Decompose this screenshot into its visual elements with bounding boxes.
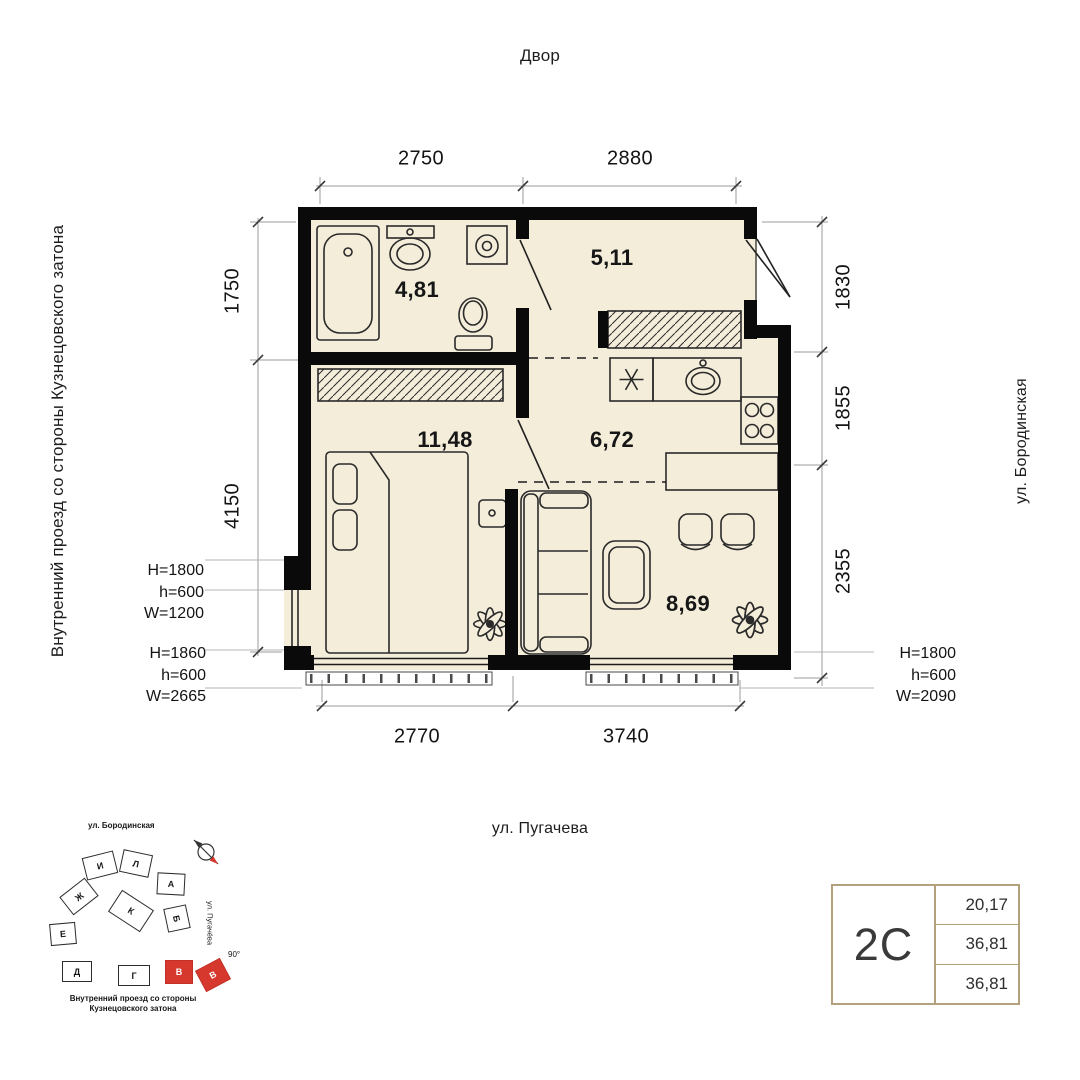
room-area-living: 8,69 — [665, 591, 711, 616]
bed — [325, 451, 469, 654]
dim-right-1: 1830 — [832, 263, 855, 311]
apartment-type-label: 2С — [853, 918, 914, 970]
building-label: И — [95, 859, 105, 872]
apartment-card-value: 20,17 — [936, 886, 1018, 926]
label-street-left: Внутренний проезд со стороны Кузнецовско… — [48, 224, 67, 658]
bathroom-sink — [386, 225, 435, 271]
building-label: А — [167, 878, 175, 890]
building-label: Г — [131, 970, 137, 981]
zone-boundaries — [518, 357, 666, 483]
room-area-hallway: 5,11 — [590, 245, 634, 270]
compass-icon — [193, 839, 219, 865]
site-map-building: Ж — [59, 877, 99, 916]
building-label: Л — [131, 857, 141, 870]
site-map-building: К — [107, 889, 155, 933]
label-courtyard: Двор — [519, 46, 561, 65]
spec-line: H=1800 — [899, 645, 957, 662]
dimension-ticks — [252, 180, 828, 712]
window-spec-left-lower: H=1860 h=600 W=2665 — [116, 643, 206, 708]
bedroom-wardrobe — [317, 368, 504, 402]
site-map-angle-label: 90° — [228, 950, 241, 959]
spec-line: W=2090 — [895, 688, 956, 705]
site-map-building: Б — [163, 904, 191, 933]
window-spec-left-upper: H=1800 h=600 W=1200 — [116, 560, 204, 625]
hallway-closet — [607, 310, 742, 349]
site-map-building: А — [156, 872, 186, 896]
label-street-right: ул. Бородинская — [1013, 378, 1030, 504]
street-bottom-line: Кузнецовского затона — [89, 1004, 177, 1013]
site-map-street-right: ул. Пугачёва — [205, 901, 215, 945]
label-street-bottom: ул. Пугачева — [491, 820, 589, 837]
apartment-card-value: 36,81 — [965, 973, 1008, 993]
coffee-table — [602, 540, 651, 610]
spec-line: h=600 — [911, 666, 956, 684]
balcony-railing — [305, 671, 739, 686]
spec-line: W=1200 — [143, 605, 204, 622]
building-label: К — [125, 905, 137, 917]
plant — [472, 606, 508, 642]
dim-left-1: 1750 — [221, 267, 244, 315]
building-label: В — [207, 969, 219, 981]
kitchen-counter-sink — [652, 357, 742, 402]
spec-line: H=1800 — [147, 562, 205, 579]
building-label: Е — [59, 928, 67, 940]
site-map-building: И — [81, 850, 119, 881]
walls — [284, 207, 791, 670]
street-bottom-line: Внутренний проезд со стороны — [69, 994, 197, 1003]
site-map-building: Г — [118, 965, 150, 986]
spec-line: W=2665 — [145, 688, 206, 705]
washing-machine — [466, 225, 508, 265]
site-map-building: Л — [118, 849, 154, 878]
toilet — [454, 297, 493, 351]
site-map-street-bottom: Внутренний проезд со стороны Кузнецовско… — [28, 994, 238, 1014]
dim-left-2: 4150 — [221, 482, 244, 530]
room-area-kitchen: 6,72 — [589, 427, 635, 452]
window-spec-right-lower: H=1800 h=600 W=2090 — [866, 643, 956, 708]
sofa — [520, 490, 592, 655]
site-map-building-highlighted: В — [165, 960, 193, 984]
room-area-bathroom: 4,81 — [394, 277, 440, 302]
site-map-building: Д — [62, 961, 92, 982]
snowflake-icon — [619, 368, 644, 391]
site-map-building: Е — [49, 921, 77, 947]
apartment-card-values: 20,17 36,81 36,81 — [936, 886, 1018, 1003]
dim-top-2: 2880 — [606, 147, 654, 170]
dim-right-3: 2355 — [832, 547, 855, 595]
windows — [291, 590, 733, 666]
dim-bottom-1: 2770 — [393, 725, 441, 748]
plant — [731, 601, 769, 639]
apartment-card: 2С 20,17 36,81 36,81 — [831, 884, 1020, 1005]
building-label: В — [175, 967, 183, 977]
bathtub — [316, 225, 380, 341]
building-label: Ж — [72, 890, 86, 903]
site-map-building-highlighted: В — [195, 957, 231, 993]
apartment-card-value: 36,81 — [936, 925, 1018, 965]
door-leaves — [517, 238, 791, 490]
site-map-street-top: ул. Бородинская — [88, 821, 155, 830]
spec-line: H=1860 — [149, 645, 207, 662]
apartment-type: 2С — [833, 886, 936, 1003]
spec-line: h=600 — [159, 583, 204, 601]
room-area-bedroom: 11,48 — [417, 427, 473, 452]
dim-bottom-2: 3740 — [602, 725, 650, 748]
dim-top-1: 2750 — [397, 147, 445, 170]
chair — [678, 513, 713, 551]
building-label: Б — [171, 914, 183, 923]
dim-right-2: 1855 — [832, 384, 855, 432]
site-map: ул. Бородинская И Л А Ж К Б Е Д Г В В ул… — [38, 818, 250, 1023]
chair — [720, 513, 755, 551]
building-label: Д — [73, 966, 81, 977]
spec-line: h=600 — [161, 666, 206, 684]
